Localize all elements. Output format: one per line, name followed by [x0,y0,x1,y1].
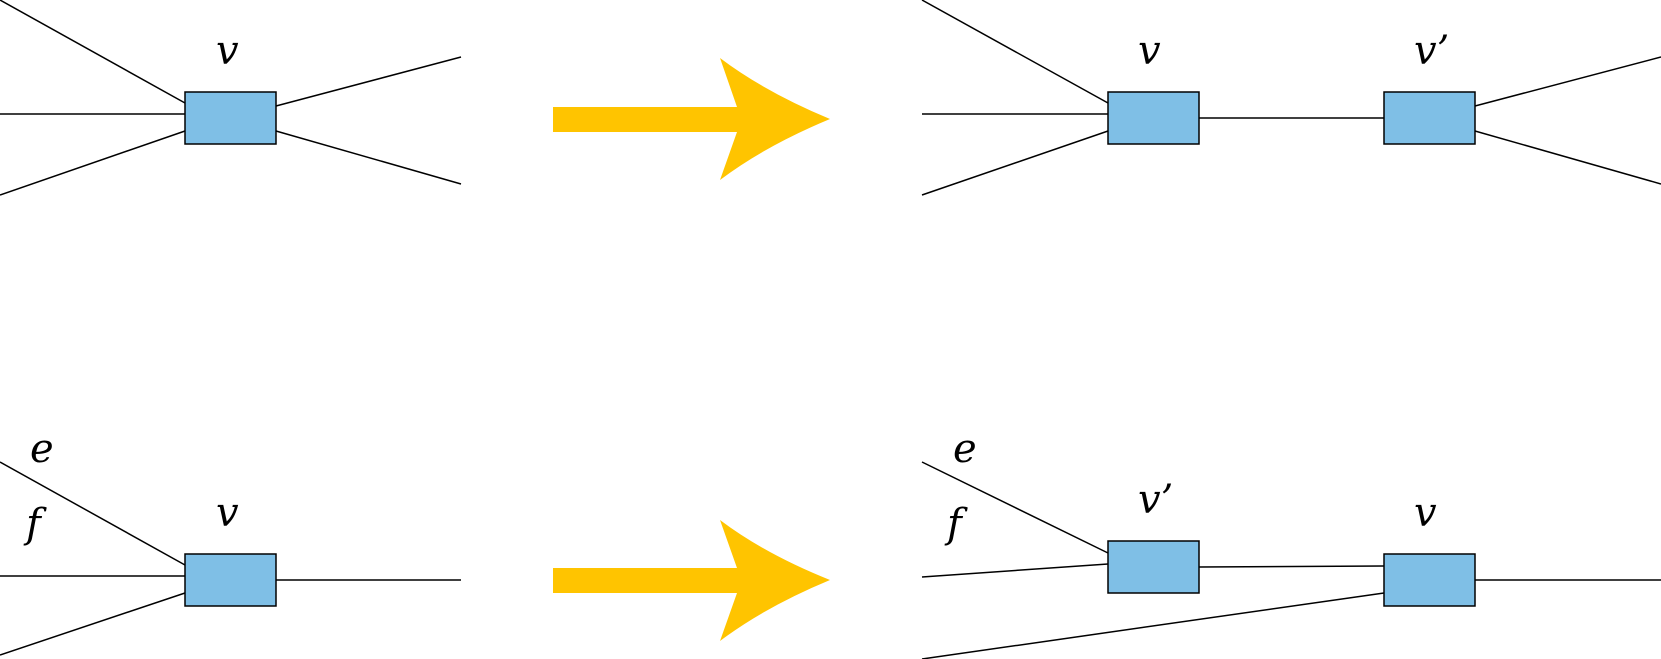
edge [275,56,462,107]
transform-arrow [553,520,830,641]
edge [921,592,1385,659]
edge [1474,130,1661,185]
vertex-label-v: v [216,490,239,536]
edge [0,0,186,104]
edge-label-f: f [23,501,47,547]
edge-label-e: e [953,426,977,472]
edge [921,0,1109,104]
bottom-before-graph: e f v [0,426,461,656]
vertex-v-prime [1107,540,1200,594]
edge [921,130,1109,196]
vertex-label-v-prime: v’ [1414,28,1449,74]
top-before-graph: v [0,0,462,196]
edge-label-f: f [944,501,968,547]
vertex-v [1383,553,1476,607]
transform-arrow [553,58,830,180]
edge-label-e: e [30,426,54,472]
vertex-v-prime [1383,91,1476,145]
vertex-label-v: v [1138,28,1161,74]
edge [1198,565,1385,568]
edge [0,592,186,656]
vertex-label-v-prime: v’ [1138,477,1173,523]
top-after-graph: v v’ [921,0,1661,196]
edge [1474,56,1661,107]
edge-e [0,461,186,566]
vertex-label-v: v [216,28,239,74]
edge-f [921,563,1109,578]
bottom-after-graph: e f v’ v [921,426,1661,659]
vertex-v [184,91,277,145]
vertex-v [184,553,277,607]
vertex-v [1107,91,1200,145]
vertex-label-v: v [1414,490,1437,536]
edge-e [921,461,1109,554]
edge [275,130,462,185]
edge [0,130,186,196]
